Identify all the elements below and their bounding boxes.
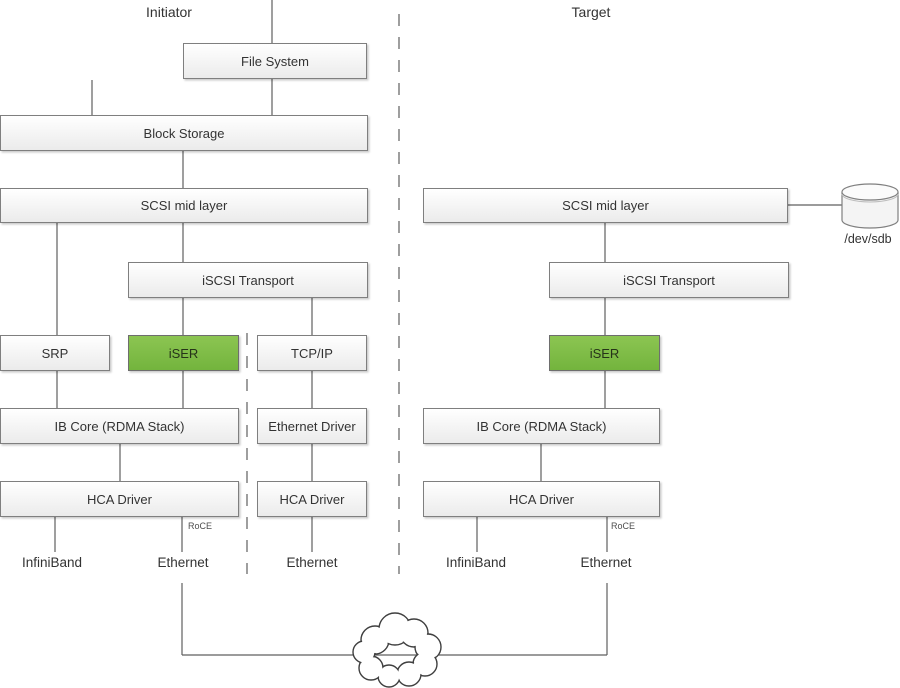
box-ib-core-target: IB Core (RDMA Stack) xyxy=(423,408,660,444)
box-ib-core-initiator: IB Core (RDMA Stack) xyxy=(0,408,239,444)
disk-path-label: /dev/sdb xyxy=(844,232,892,246)
ethernet-label-tcp: Ethernet xyxy=(286,555,338,570)
box-iscsi-transport-initiator: iSCSI Transport xyxy=(128,262,368,298)
box-iscsi-transport-target: iSCSI Transport xyxy=(549,262,789,298)
box-file-system: File System xyxy=(183,43,367,79)
box-scsi-mid-layer-target: SCSI mid layer xyxy=(423,188,788,223)
disk-cylinder-icon xyxy=(841,183,899,229)
ethernet-label-initiator: Ethernet xyxy=(157,555,209,570)
infiniband-label-target: InfiniBand xyxy=(445,555,507,570)
box-srp: SRP xyxy=(0,335,110,371)
box-hca-driver-initiator: HCA Driver xyxy=(0,481,239,517)
box-scsi-mid-layer-initiator: SCSI mid layer xyxy=(0,188,368,223)
roce-label-initiator: RoCE xyxy=(188,521,213,531)
initiator-title: Initiator xyxy=(146,4,192,20)
target-title: Target xyxy=(571,4,611,20)
network-cloud-icon xyxy=(352,612,442,688)
infiniband-label-initiator: InfiniBand xyxy=(21,555,83,570)
box-hca-driver-tcp: HCA Driver xyxy=(257,481,367,517)
box-iser-initiator: iSER xyxy=(128,335,239,371)
box-iser-target: iSER xyxy=(549,335,660,371)
box-block-storage: Block Storage xyxy=(0,115,368,151)
roce-label-target: RoCE xyxy=(611,521,636,531)
box-tcp-ip: TCP/IP xyxy=(257,335,367,371)
box-ethernet-driver: Ethernet Driver xyxy=(257,408,367,444)
box-hca-driver-target: HCA Driver xyxy=(423,481,660,517)
ethernet-label-target: Ethernet xyxy=(580,555,632,570)
